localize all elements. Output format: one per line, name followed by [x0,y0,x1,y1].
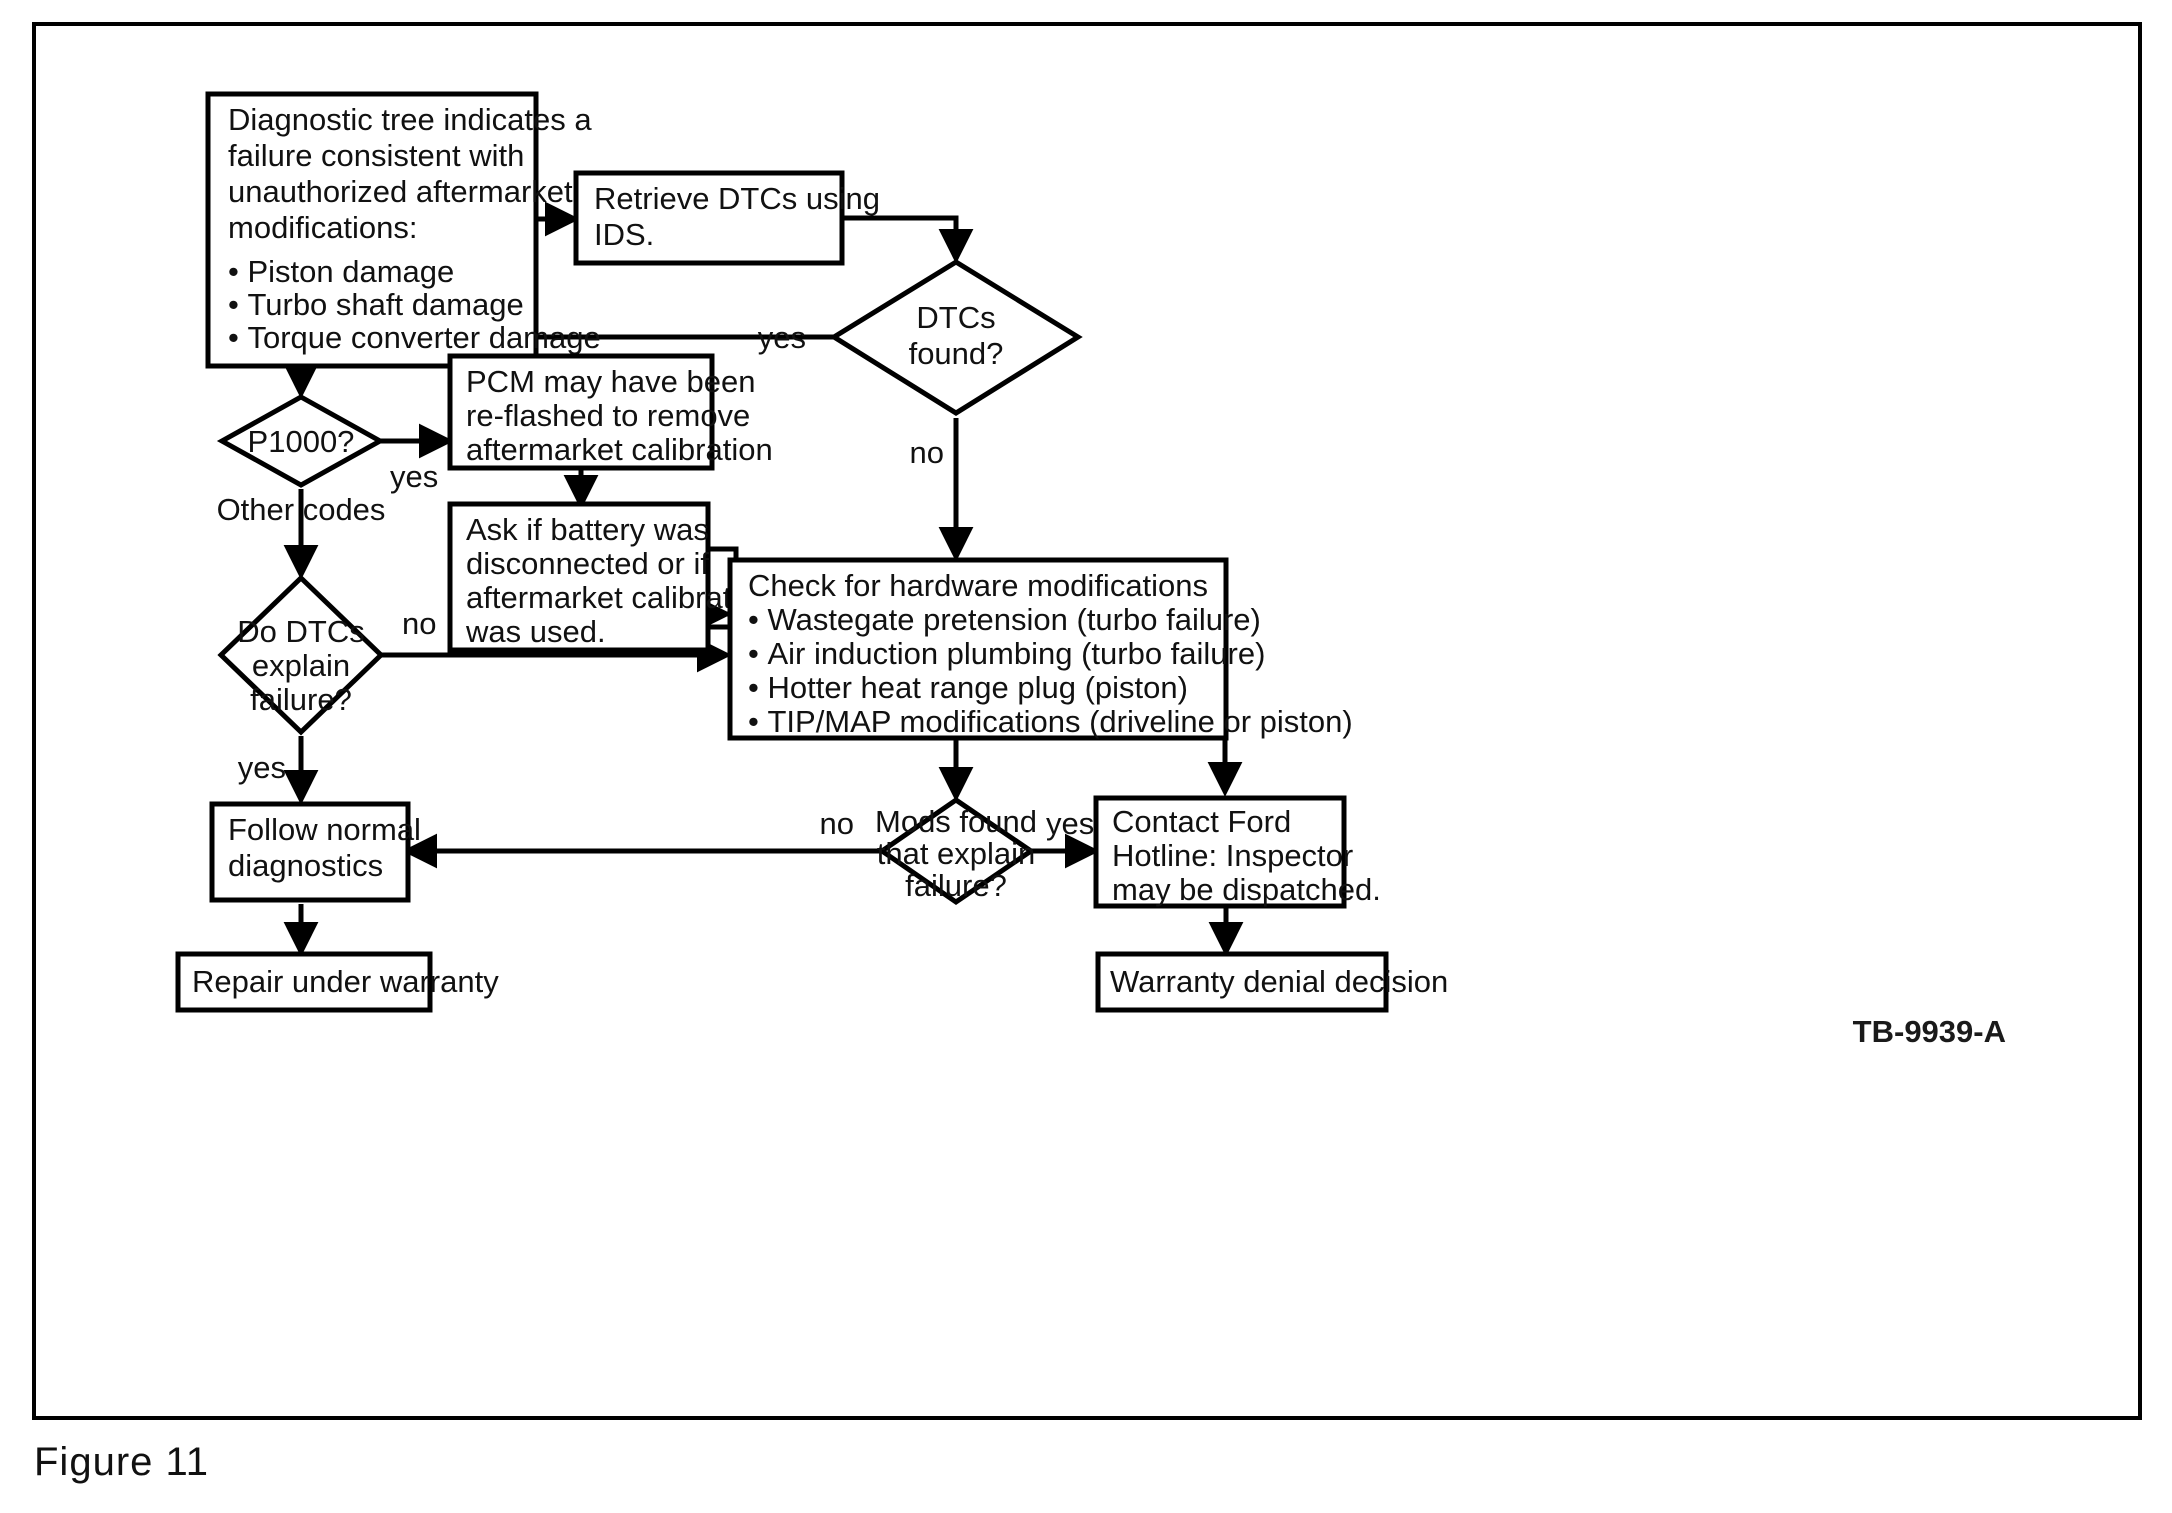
checkhardware-bullet-3: • Hotter heat range plug (piston) [748,670,1188,705]
repair-line-1: Repair under warranty [192,964,499,999]
start-bullet-1: • Piston damage [228,254,454,289]
node-box [727,557,1229,741]
node-retrieve-dtcs: Retrieve DTCs using IDS. [573,170,880,266]
p1000-line-1: P1000? [248,424,355,459]
figure-caption: Figure 11 [34,1440,210,1484]
node-box [447,501,711,653]
decision-diamond [877,796,1036,906]
start-bullet-2: • Turbo shaft damage [228,287,524,322]
pcm-line-1: PCM may have been [466,364,755,399]
dodtcs-line-2: explain [252,648,350,683]
checkhardware-heading: Check for hardware modifications [748,568,1208,603]
pcm-line-2: re-flashed to remove [466,398,750,433]
checkhardware-bullet-1: • Wastegate pretension (turbo failure) [748,602,1261,637]
start-bullet-3: • Torque converter damage [228,320,601,355]
node-pcm-reflash: PCM may have been re-flashed to remove a… [447,353,773,471]
label-dtcsfound-no: no [910,435,944,470]
dtcsfound-line-1: DTCs [916,300,995,335]
label-p1000-other-codes: Other codes [217,492,386,527]
tb-reference-code: TB-9939-A [1853,1014,2006,1049]
follownormal-line-2: diagnostics [228,848,383,883]
label-p1000-yes: yes [390,459,438,494]
label-dodtcs-no: no [402,606,436,641]
decision-diamond [217,574,385,736]
contactford-line-1: Contact Ford [1112,804,1291,839]
node-do-dtcs-explain-decision: Do DTCs explain failure? [217,574,385,736]
node-box [205,91,539,369]
node-box [1093,795,1347,909]
dtcsfound-line-2: found? [909,336,1004,371]
start-heading-line-4: modifications: [228,210,418,245]
label-dtcsfound-yes: yes [758,320,806,355]
pcm-line-3: aftermarket calibration [466,432,773,467]
flowchart-canvas: Diagnostic tree indicates a failure cons… [175,91,2006,1049]
decision-diamond [216,394,386,488]
start-heading-line-3: unauthorized aftermarket [228,174,573,209]
modsfound-line-3: failure? [905,868,1007,903]
modsfound-line-2: that explain [877,836,1036,871]
node-box [1095,951,1389,1013]
node-box [175,951,433,1013]
contactford-line-3: may be dispatched. [1112,872,1381,907]
node-check-hardware-modifications: Check for hardware modifications • Waste… [727,557,1353,741]
dodtcs-line-1: Do DTCs [237,614,364,649]
decision-diamond [829,259,1083,416]
askbattery-line-3: aftermarket calibration [466,580,773,615]
retrieve-line-1: Retrieve DTCs using [594,181,880,216]
checkhardware-bullet-2: • Air induction plumbing (turbo failure) [748,636,1265,671]
node-diagnostic-tree-indicates: Diagnostic tree indicates a failure cons… [205,91,601,369]
node-warranty-denial-decision: Warranty denial decision [1095,951,1448,1013]
node-dtcs-found-decision: DTCs found? [829,259,1083,416]
follownormal-line-1: Follow normal [228,812,421,847]
dodtcs-line-3: failure? [250,682,352,717]
denial-line-1: Warranty denial decision [1110,964,1448,999]
node-p1000-decision: P1000? [216,394,386,488]
node-mods-found-decision: Mods found that explain failure? [875,796,1037,906]
retrieve-line-2: IDS. [594,217,654,252]
node-box [573,170,845,266]
checkhardware-bullet-4: • TIP/MAP modifications (driveline or pi… [748,704,1353,739]
figure-border: Diagnostic tree indicates a failure cons… [32,22,2142,1420]
start-heading-line-1: Diagnostic tree indicates a [228,102,592,137]
node-repair-under-warranty: Repair under warranty [175,951,499,1013]
modsfound-line-1: Mods found [875,804,1037,839]
label-dodtcs-yes: yes [238,750,286,785]
node-follow-normal-diagnostics: Follow normal diagnostics [209,801,421,903]
askbattery-line-2: disconnected or if [466,546,709,581]
node-box [209,801,411,903]
node-box [447,353,715,471]
askbattery-line-4: was used. [465,614,606,649]
label-modsfound-yes: yes [1046,806,1094,841]
start-heading-line-2: failure consistent with [228,138,524,173]
askbattery-line-1: Ask if battery was [466,512,709,547]
node-contact-ford-hotline: Contact Ford Hotline: Inspector may be d… [1093,795,1381,909]
contactford-line-2: Hotline: Inspector [1112,838,1353,873]
node-ask-battery: Ask if battery was disconnected or if af… [447,501,773,653]
label-modsfound-no: no [820,806,854,841]
edge-retrieve-to-dtcsfound [840,215,974,264]
